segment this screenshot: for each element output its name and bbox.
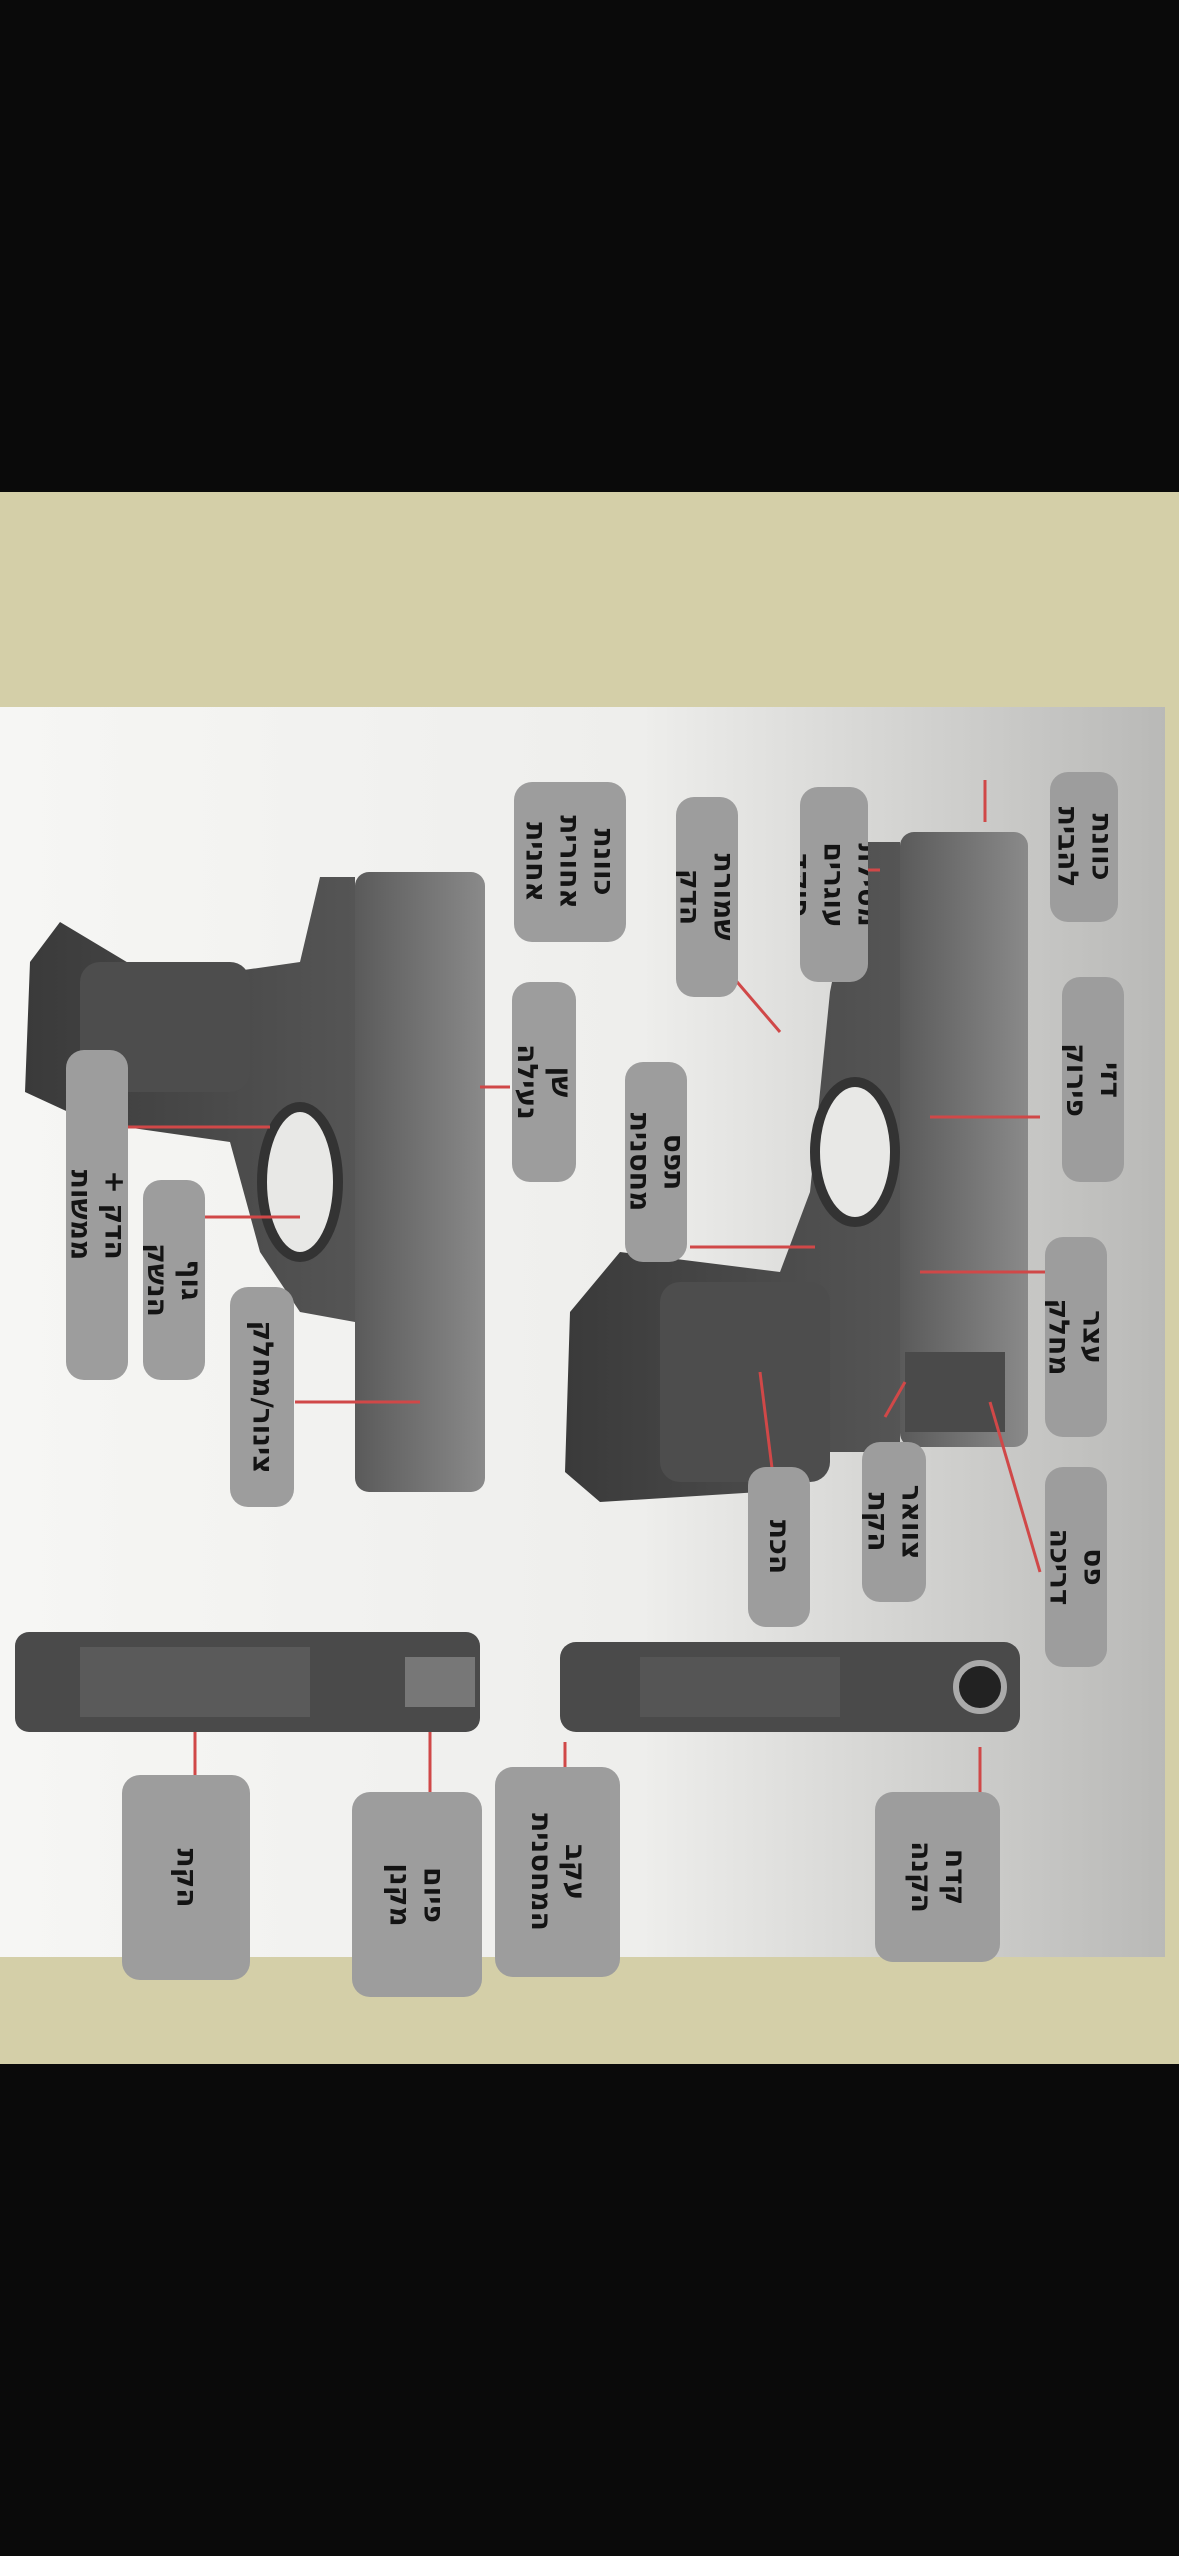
label-barrel-chamber: קדח הקנה xyxy=(875,1792,1000,1962)
label-magazine-follower: פיום מקנן xyxy=(352,1792,482,1997)
label-trigger-body: גוף הנשק xyxy=(143,1180,205,1380)
label-rear-sight: כוונת אחורית אחנית xyxy=(514,782,626,942)
label-slide-body: צינור/מחלק xyxy=(230,1287,294,1507)
label-magazine-lips: עקב המחסנית xyxy=(495,1767,620,1977)
pistol-bottom xyxy=(25,872,485,1492)
label-magazine-body: הקת xyxy=(122,1775,250,1980)
label-fixed-firing-pin: מסילת עוגרים פיקד xyxy=(800,787,868,982)
label-trigger-bar: הדק + ממשות xyxy=(66,1050,128,1380)
label-magazine-catch: תפס מחסנית xyxy=(625,1062,687,1262)
label-locking-tooth: שן נעילה xyxy=(512,982,576,1182)
label-ejection-port: פס דריכה xyxy=(1045,1467,1107,1667)
label-grip: הכת xyxy=(748,1467,810,1627)
pistol-bottom-slide xyxy=(355,872,485,1492)
label-barrel-neck: צוואר הקת xyxy=(862,1442,926,1602)
label-front-sight: כוונת להבית xyxy=(1050,772,1118,922)
label-slide-stop: עצר מחלק xyxy=(1045,1237,1107,1437)
pistol-top-slide xyxy=(900,832,1028,1447)
photo: כוונת להבית מסילת עוגרים פיקד שמורת הדק … xyxy=(0,492,1179,2064)
label-trigger-guard: שמורת הדק xyxy=(676,797,738,997)
label-slide: דזי פירוק xyxy=(1062,977,1124,1182)
pistol-top xyxy=(565,832,1028,1502)
magazine-top xyxy=(560,1642,1020,1732)
magazine-bottom xyxy=(15,1632,480,1732)
